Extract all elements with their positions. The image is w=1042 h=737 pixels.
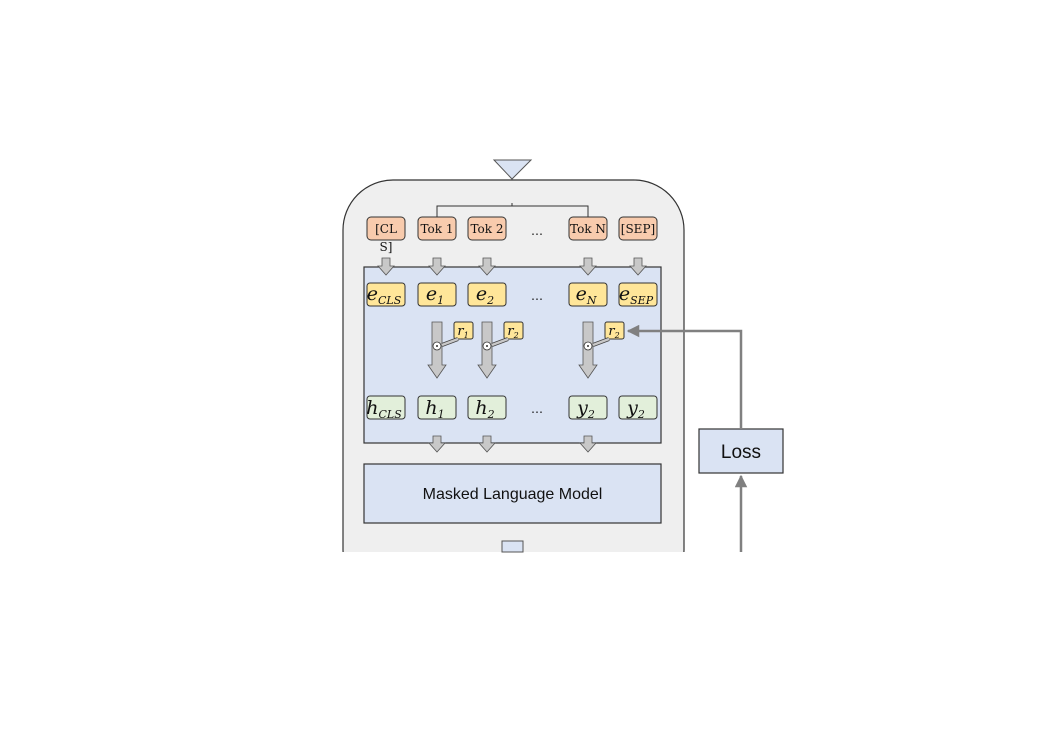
embedding-box <box>568 282 608 307</box>
hidden-ellipsis: … <box>531 402 543 416</box>
output-arrows <box>428 435 597 453</box>
token-box <box>417 216 457 241</box>
hidden-box <box>467 395 507 420</box>
token-down-arrow <box>629 257 647 276</box>
embedding-box <box>618 282 658 307</box>
output-down-arrow <box>428 435 446 453</box>
dot-product-center <box>587 345 589 347</box>
embedding-box <box>467 282 507 307</box>
hidden-label: hCLS <box>366 397 402 421</box>
loss-label: Loss <box>721 442 761 463</box>
hidden-box <box>568 395 608 420</box>
relation-label: r2 <box>608 324 619 340</box>
encoder-box <box>363 266 662 444</box>
hidden-label: y2 <box>626 397 645 421</box>
loss-to-relation-line <box>626 324 743 428</box>
hidden-label: y2 <box>576 397 595 421</box>
hidden-box <box>366 395 406 420</box>
token-row: [CL S] Tok 1 Tok 2 … Tok N [SEP] <box>366 216 658 254</box>
relation-box <box>604 321 625 340</box>
embedding-label: eSEP <box>619 283 654 307</box>
relation-diagonal-arrow <box>491 337 509 347</box>
mlm-box <box>363 463 662 524</box>
token-label: [CL <box>375 222 397 236</box>
token-down-arrow <box>377 257 395 276</box>
token-label: Tok N <box>570 222 606 236</box>
hidden-row: hCLS h1 h2 … y2 y2 <box>366 395 658 421</box>
dot-product-center <box>436 345 438 347</box>
relation-diagonal-arrow <box>441 337 459 347</box>
embedding-row: eCLS e1 e2 … eN eSEP <box>366 282 658 307</box>
hidden-label: h1 <box>425 397 444 421</box>
token-box <box>467 216 507 241</box>
relation-label: r2 <box>507 324 518 340</box>
token-box <box>568 216 608 241</box>
token-label: Tok 1 <box>420 222 453 236</box>
relation-label: r1 <box>457 324 468 340</box>
token-label: Tok 2 <box>470 222 503 236</box>
relation-diagonal-arrow <box>592 337 610 347</box>
embedding-ellipsis: … <box>531 289 543 303</box>
relation-transforms: r1 r2 r2 <box>427 321 625 379</box>
hidden-box <box>417 395 457 420</box>
embedding-label: eCLS <box>367 283 402 307</box>
output-down-arrow <box>579 435 597 453</box>
token-ellipsis: … <box>531 224 543 238</box>
bottom-square <box>501 540 524 553</box>
dot-product-center <box>486 345 488 347</box>
relation-box <box>453 321 474 340</box>
token-box <box>618 216 658 241</box>
mlm-label: Masked Language Model <box>423 486 603 503</box>
token-box <box>366 216 406 241</box>
token-label-wrap: S] <box>380 240 393 254</box>
embedding-label: e2 <box>476 283 494 307</box>
token-down-arrow <box>428 257 446 276</box>
output-down-arrow <box>478 435 496 453</box>
relation-box <box>503 321 524 340</box>
hidden-label: h2 <box>475 397 494 421</box>
token-arrows <box>377 257 647 276</box>
embedding-label: e1 <box>426 283 444 307</box>
hidden-box <box>618 395 658 420</box>
embedding-box <box>366 282 406 307</box>
token-down-arrow <box>579 257 597 276</box>
token-label: [SEP] <box>621 222 655 236</box>
token-down-arrow <box>478 257 496 276</box>
input-triangle <box>492 159 533 180</box>
loss-box <box>698 428 784 474</box>
embedding-box <box>417 282 457 307</box>
embedding-label: eN <box>576 283 597 307</box>
